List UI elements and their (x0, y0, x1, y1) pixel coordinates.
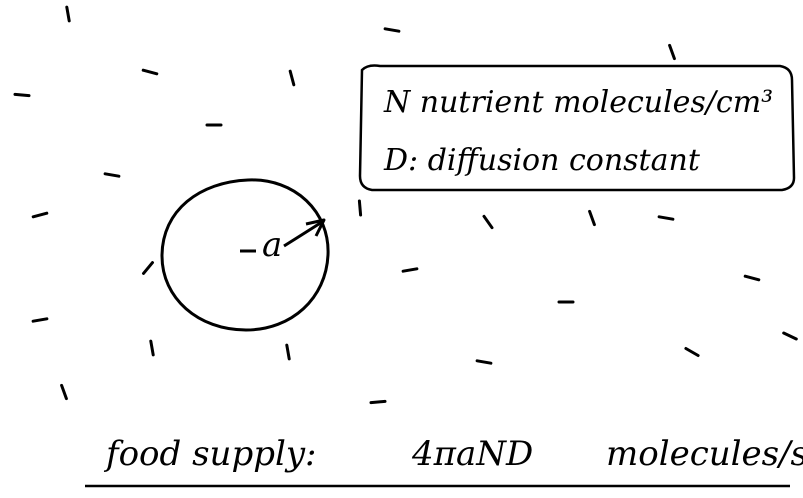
nutrient-molecules (13, 5, 798, 405)
nutrient-molecule (684, 347, 700, 357)
nutrient-molecule (285, 343, 291, 361)
food-supply-formula: 4πaND (411, 434, 533, 474)
nutrient-molecule (401, 267, 419, 273)
radius-label: a (262, 225, 282, 265)
nutrient-molecule (142, 261, 154, 275)
nutrient-molecule (657, 215, 675, 221)
cell: a (160, 178, 330, 332)
legend-diffusion-text: D: diffusion constant (383, 143, 701, 178)
nutrient-molecule (65, 5, 71, 23)
radius-arrow (283, 220, 323, 248)
nutrient-molecule (383, 27, 401, 33)
nutrient-molecule (103, 172, 121, 178)
nutrient-molecule (141, 68, 159, 76)
food-supply: food supply: 4πaND molecules/sec (85, 434, 803, 488)
nutrient-molecule (31, 211, 49, 219)
cell-circle (160, 178, 330, 332)
legend-box (358, 64, 796, 192)
nutrient-molecule (668, 43, 676, 61)
nutrient-molecule (743, 274, 761, 282)
nutrient-molecule (60, 383, 68, 401)
food-supply-units: molecules/sec (606, 434, 803, 474)
nutrient-molecule (482, 214, 494, 230)
radius-arrowhead (305, 218, 326, 237)
nutrient-molecule (288, 69, 296, 87)
nutrient-molecule (149, 339, 155, 357)
nutrient-molecule (475, 359, 493, 365)
nutrient-molecule (13, 92, 31, 98)
food-supply-label: food supply: (103, 434, 317, 474)
nutrient-molecule (588, 209, 596, 227)
nutrient-molecule (31, 317, 49, 323)
legend: N nutrient molecules/cm³ D: diffusion co… (358, 64, 796, 192)
nutrient-molecule (782, 331, 798, 341)
nutrient-molecule (357, 199, 363, 217)
nutrient-molecule (369, 399, 387, 405)
legend-concentration-text: N nutrient molecules/cm³ (383, 85, 773, 120)
